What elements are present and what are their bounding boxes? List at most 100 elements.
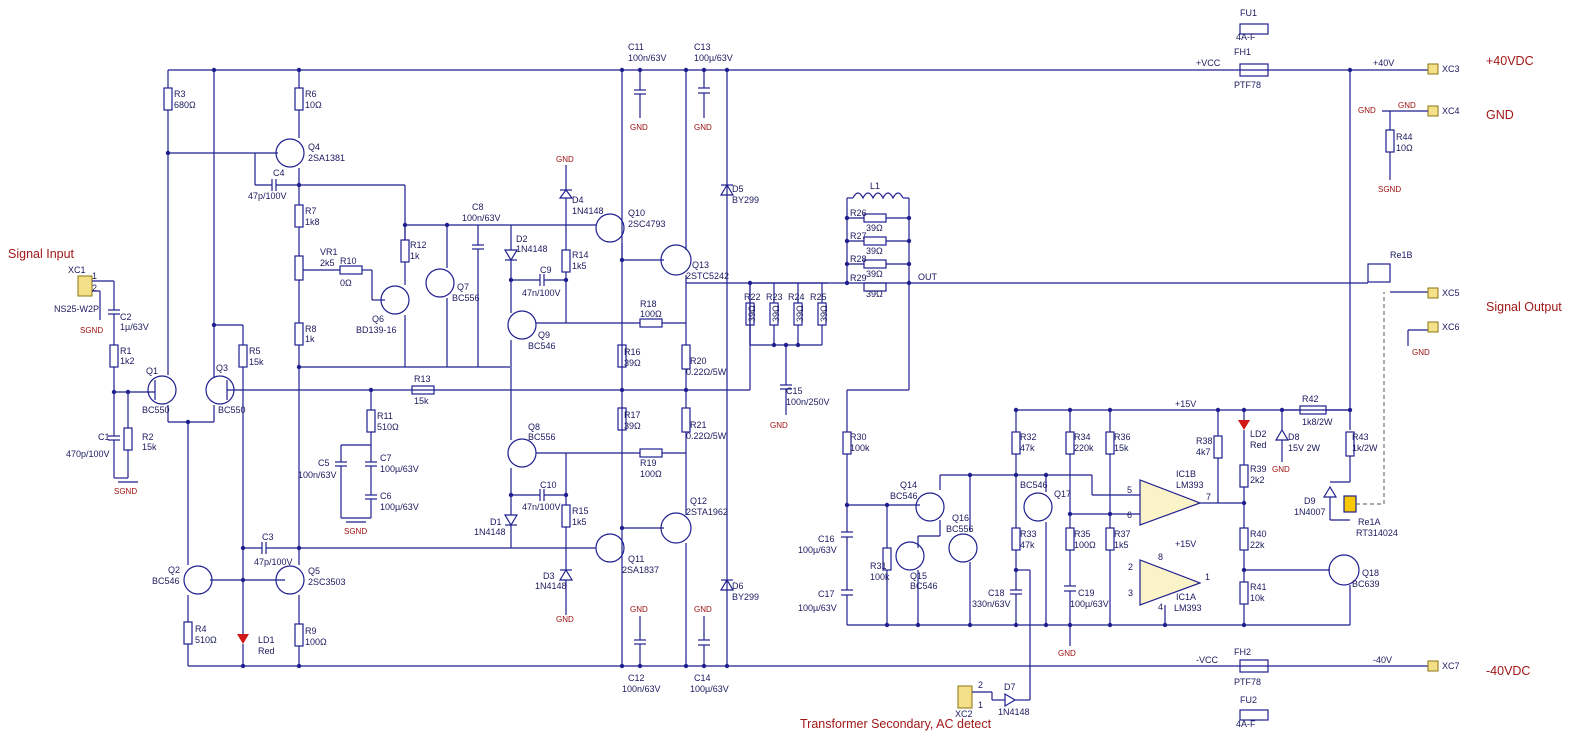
led-ld2 <box>1238 420 1250 430</box>
label-components-c10v: 47n/100V <box>522 502 561 512</box>
label-components-c15: C15 <box>786 386 803 396</box>
connector-xc6[interactable] <box>1427 321 1439 333</box>
connector-xc1[interactable] <box>77 275 93 297</box>
label-components-q13v: 2STC5242 <box>686 271 729 281</box>
label-components-d8v: 15V 2W <box>1288 443 1321 453</box>
label-components-r8: R8 <box>305 324 317 334</box>
label-components-r14: R14 <box>572 250 589 260</box>
label-components-r41: R41 <box>1250 582 1267 592</box>
transistor-q4 <box>275 138 305 168</box>
label-components-r36v: 15k <box>1114 443 1129 453</box>
connector-xc2[interactable] <box>957 685 973 709</box>
label-components-q4v: 2SA1381 <box>308 153 345 163</box>
label-pos40vdc: +40VDC <box>1486 54 1534 68</box>
label-components-fu2: FU2 <box>1240 695 1257 705</box>
fuse-holder-fh1 <box>1239 63 1269 77</box>
label-components-r22_25v: 39Ω <box>795 305 805 322</box>
label-components-d6: D6 <box>732 581 744 591</box>
label-components-q2: Q2 <box>168 565 180 575</box>
resistor-r34 <box>1065 431 1075 455</box>
label-components-r22: R22 <box>744 292 761 302</box>
label-components-r37: R37 <box>1114 529 1131 539</box>
label-components-r6: R6 <box>305 89 317 99</box>
label-components-r8v: 1k <box>305 334 315 344</box>
connector-xc7[interactable] <box>1427 660 1439 672</box>
label-components-ld2: LD2 <box>1250 429 1267 439</box>
label-components-r37v: 1k5 <box>1114 540 1129 550</box>
protection-circuit <box>841 263 1428 700</box>
label-components-d8: D8 <box>1288 432 1300 442</box>
label-components-r34: R34 <box>1074 432 1091 442</box>
label-components-d6v: BY299 <box>732 592 759 602</box>
potentiometer-vr1[interactable] <box>294 255 304 281</box>
label-components-c8v: 100n/63V <box>462 213 501 223</box>
transistor-q5 <box>275 565 305 595</box>
label-components-q8: Q8 <box>528 422 540 432</box>
label-components-r26_29v: 39Ω <box>866 269 883 279</box>
label-components-r7: R7 <box>305 206 317 216</box>
label-components-q11v: 2SA1837 <box>622 565 659 575</box>
resistor-r36 <box>1105 431 1115 455</box>
resistor-r29 <box>863 282 887 292</box>
label-signal-output: Signal Output <box>1486 300 1562 314</box>
label-components-c10: C10 <box>540 480 557 490</box>
label-components-r33: R33 <box>1020 529 1037 539</box>
label-components-r4v: 510Ω <box>195 635 217 645</box>
connector-xc3[interactable] <box>1427 63 1439 75</box>
resistor-r11 <box>366 409 376 433</box>
label-components-fh2v: PTF78 <box>1234 677 1261 687</box>
label-components-q12: Q12 <box>690 496 707 506</box>
label-components-r12: R12 <box>410 240 427 250</box>
label-components-q6v: BD139-16 <box>356 325 397 335</box>
relay-contact-re1b <box>1367 263 1391 283</box>
label-components-r36: R36 <box>1114 432 1131 442</box>
net-vcc: +VCC <box>1196 58 1221 68</box>
transistor-q11 <box>595 533 625 563</box>
output-stage <box>503 70 751 666</box>
transistor-q1 <box>147 375 177 405</box>
label-components-c19: C19 <box>1078 588 1095 598</box>
label-components-c9v: 47n/100V <box>522 288 561 298</box>
label-components-r14v: 1k5 <box>572 261 587 271</box>
label-components-c17v: 100µ/63V <box>798 603 837 613</box>
label-components-d1: D1 <box>490 517 502 527</box>
resistor-r32 <box>1011 431 1021 455</box>
transistor-q17 <box>1023 492 1053 522</box>
label-components-r30: R30 <box>850 432 867 442</box>
label-components-re1b: Re1B <box>1390 250 1413 260</box>
connector-xc4[interactable] <box>1427 105 1439 117</box>
diode-d7 <box>1004 692 1017 708</box>
label-components-d4: D4 <box>572 195 584 205</box>
label-components-r22_25v: 39Ω <box>819 305 829 322</box>
label-pins-p7: 7 <box>1206 492 1211 502</box>
power-connectors <box>957 23 1439 721</box>
gnd-c14: GND <box>694 605 712 614</box>
label-components-r31: R31 <box>870 561 887 571</box>
label-components-fh2: FH2 <box>1234 647 1251 657</box>
gnd-sgnd-3: SGND <box>344 527 367 536</box>
label-components-q4: Q4 <box>308 142 320 152</box>
label-components-r15v: 1k5 <box>572 517 587 527</box>
label-components-ic1v: LM393 <box>1174 603 1202 613</box>
label-xc2-pin2: 2 <box>978 680 983 690</box>
resistor-r15 <box>561 504 571 528</box>
label-components-c3v: 47p/100V <box>254 557 293 567</box>
connector-xc5[interactable] <box>1427 287 1439 299</box>
label-components-r44: R44 <box>1396 132 1413 142</box>
label-components-r10: R10 <box>340 256 357 266</box>
label-xc3: XC3 <box>1442 64 1460 74</box>
resistor-r10 <box>339 265 363 275</box>
label-components-d7v: 1N4148 <box>998 707 1030 717</box>
label-components-c3: C3 <box>262 532 274 542</box>
label-components-q14: Q14 <box>900 480 917 490</box>
label-components-q3: Q3 <box>216 363 228 373</box>
label-components-r25: R25 <box>810 292 827 302</box>
resistor-r12 <box>400 239 410 263</box>
transistor-q7 <box>425 268 455 298</box>
label-components-q18v: BC639 <box>1352 579 1380 589</box>
label-components-vr1v: 2k5 <box>320 258 335 268</box>
gnd-c19: GND <box>1058 649 1076 658</box>
label-components-l1: L1 <box>870 181 880 191</box>
transistor-q10 <box>595 213 625 243</box>
